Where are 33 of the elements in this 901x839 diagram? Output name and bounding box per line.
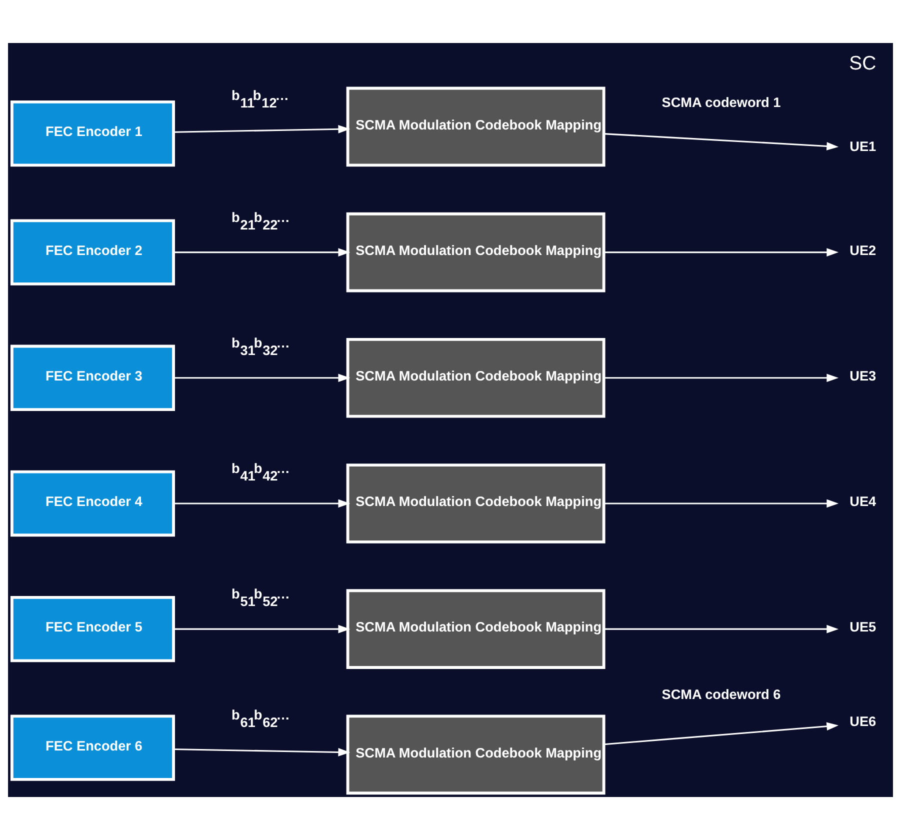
node-text: UE5 — [850, 619, 876, 634]
node-box: SCMA Modulation Codebook Mapping — [346, 337, 606, 418]
node-box: SCMA Modulation Codebook Mapping — [346, 588, 606, 668]
node-box: FEC Encoder 6 — [10, 714, 175, 780]
node-box: FEC Encoder 2 — [10, 218, 175, 285]
arrow — [604, 373, 839, 382]
node-text: UE1 — [850, 138, 876, 154]
arrow — [604, 498, 839, 508]
arrow — [174, 498, 350, 508]
node-box: SCMA Modulation Codebook Mapping — [346, 212, 606, 292]
label: SC — [849, 52, 876, 74]
node-box: SCMA Modulation Codebook Mapping — [346, 714, 606, 794]
node-text: UE3 — [850, 368, 876, 384]
node-box: FEC Encoder 5 — [10, 595, 175, 662]
arrow — [604, 132, 839, 150]
arrow — [604, 624, 839, 633]
edge-label: SCMA codeword 1 — [662, 94, 781, 110]
node-box: SCMA Modulation Codebook Mapping — [346, 463, 606, 543]
arrow — [174, 373, 350, 382]
edge-label: SCMA codeword 6 — [662, 686, 781, 702]
arrow — [174, 624, 350, 633]
node-text: UE6 — [850, 714, 876, 729]
arrow — [174, 124, 350, 133]
arrow — [174, 748, 350, 756]
node-box: FEC Encoder 1 — [10, 100, 175, 166]
arrow — [174, 248, 350, 256]
node-text: UE2 — [850, 242, 876, 258]
node-box: SCMA Modulation Codebook Mapping — [346, 86, 606, 166]
node-text: UE4 — [850, 494, 876, 509]
node-box: FEC Encoder 3 — [10, 344, 175, 410]
arrow — [604, 248, 839, 256]
node-box: FEC Encoder 4 — [10, 470, 175, 536]
arrow — [604, 722, 839, 745]
